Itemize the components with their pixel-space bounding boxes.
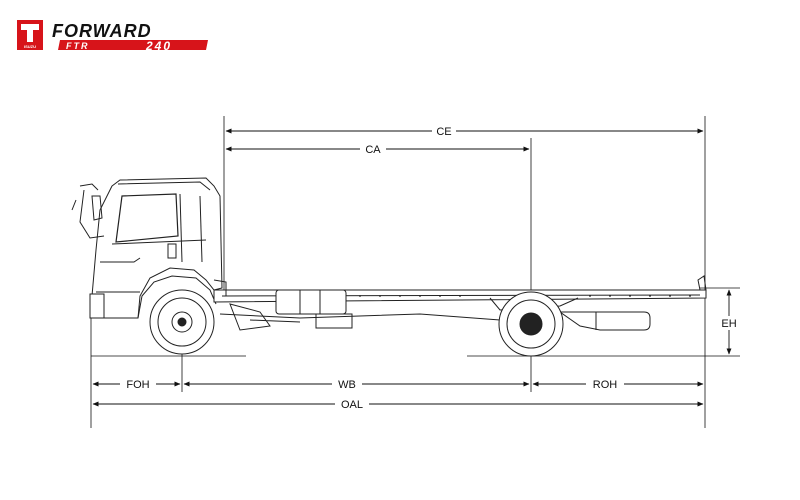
side-mirror: [71, 183, 105, 239]
extension-lines: [90, 116, 740, 428]
truck-drawing: [71, 177, 707, 357]
exhaust: [558, 311, 651, 331]
cab-outline: [91, 177, 223, 319]
oal-label: OAL: [341, 399, 363, 411]
front-bumper: [89, 293, 105, 319]
variant-number: 240: [145, 39, 172, 53]
door-handle: [167, 243, 177, 259]
ce-label: CE: [436, 126, 451, 138]
ca-label: CA: [365, 144, 381, 156]
variant-bar: [58, 40, 208, 50]
foh-label: FOH: [126, 379, 149, 391]
eh-label: EH: [721, 318, 736, 330]
wb-label: WB: [338, 379, 356, 391]
fuel-tank: [275, 289, 347, 315]
model-name: FORWARD: [52, 21, 152, 41]
variant-name: FTR: [66, 41, 90, 51]
brand-logo: ISUZU FORWARD FTR 240: [17, 20, 208, 53]
dimension-labels: CE CA EH FOH WB ROH OAL: [120, 124, 743, 411]
roh-label: ROH: [593, 379, 618, 391]
cab-window: [115, 193, 179, 243]
maker-label: ISUZU: [24, 44, 36, 49]
rear-light: [697, 275, 707, 291]
